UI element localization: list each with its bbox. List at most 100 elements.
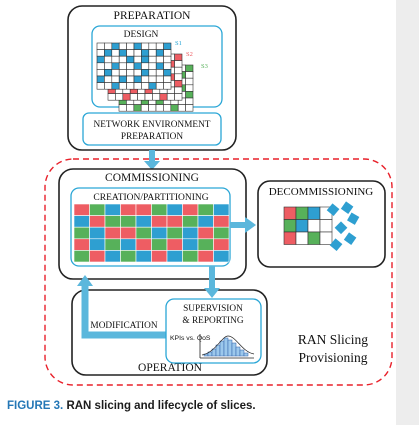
design-grid-cell bbox=[185, 104, 194, 112]
partition-cell bbox=[151, 238, 168, 251]
design-grid-cell bbox=[104, 42, 113, 50]
modification-loop-arrow-head bbox=[77, 275, 93, 286]
partition-cell bbox=[197, 238, 214, 251]
slice-piece bbox=[347, 212, 360, 225]
design-grid-cell bbox=[166, 93, 175, 101]
decommission-cell bbox=[283, 231, 297, 245]
preparation-title: PREPARATION bbox=[114, 10, 192, 22]
operation-title: OPERATION bbox=[138, 362, 203, 374]
design-grid-cell bbox=[152, 93, 161, 101]
partition-cell bbox=[135, 215, 152, 228]
design-grid-cell bbox=[148, 62, 157, 70]
figure-caption-text: RAN slicing and lifecycle of slices. bbox=[66, 400, 256, 412]
partition-cell bbox=[197, 250, 214, 263]
design-grid-cell bbox=[174, 53, 183, 61]
decommissioning-slice-grid bbox=[283, 206, 333, 245]
partition-cell bbox=[166, 203, 183, 216]
partition-cell bbox=[166, 226, 183, 240]
design-grid-cell bbox=[185, 97, 194, 105]
design-grid-cell bbox=[137, 93, 146, 101]
slice-piece bbox=[334, 221, 348, 235]
decommission-cell bbox=[307, 206, 321, 220]
kpi-histogram-bar bbox=[235, 346, 241, 357]
design-grid-cell bbox=[133, 49, 142, 57]
design-grid-cell bbox=[111, 62, 120, 70]
decommissioning-title: DECOMMISSIONING bbox=[269, 186, 374, 198]
design-grid-cell bbox=[111, 42, 120, 50]
decommission-cell bbox=[319, 231, 333, 245]
decommission-cell bbox=[307, 231, 321, 245]
design-grid-cell bbox=[141, 42, 150, 50]
design-grid-cell bbox=[185, 71, 194, 79]
figure-caption: FIGURE 3. RAN slicing and lifecycle of s… bbox=[7, 400, 256, 412]
design-grid-cell bbox=[96, 55, 105, 64]
partition-cell bbox=[104, 250, 121, 263]
network-environment-line1: NETWORK ENVIRONMENT bbox=[94, 120, 211, 130]
partition-cell bbox=[166, 215, 183, 228]
design-grid-cell bbox=[148, 69, 157, 77]
arrow-preparation-to-commissioning-head bbox=[144, 161, 160, 170]
design-grid-cell bbox=[104, 49, 113, 57]
partition-cell bbox=[73, 238, 90, 251]
kpi-histogram-icon bbox=[199, 334, 255, 359]
design-grid-cell bbox=[122, 93, 131, 101]
design-grid-cell bbox=[104, 69, 113, 77]
design-grid-cell bbox=[96, 69, 105, 77]
scattered-slice-pieces bbox=[326, 201, 360, 252]
design-grid-cell bbox=[111, 49, 120, 57]
design-grid-cell bbox=[155, 69, 164, 77]
partition-cell bbox=[89, 226, 106, 240]
kpi-vs-qos-label: KPIs vs. QoS bbox=[170, 335, 211, 342]
design-grid-cell bbox=[133, 55, 142, 64]
design-grid-cell bbox=[163, 82, 172, 90]
slice-piece bbox=[343, 232, 357, 245]
partition-cell bbox=[135, 226, 152, 240]
kpi-histogram-bar bbox=[223, 337, 229, 357]
design-grid-cell bbox=[141, 82, 150, 90]
partition-cell bbox=[151, 215, 168, 228]
kpi-histogram-bar bbox=[231, 342, 237, 357]
partition-cell bbox=[104, 203, 121, 216]
supervision-line2: & REPORTING bbox=[182, 316, 243, 326]
slice-label-s3: S3 bbox=[201, 63, 208, 70]
design-grid-cell bbox=[111, 75, 120, 83]
slice-piece bbox=[326, 203, 340, 217]
design-grid-cell bbox=[174, 60, 183, 68]
design-grid-cell bbox=[96, 49, 105, 57]
partition-cell bbox=[73, 215, 90, 228]
design-grid-cell bbox=[185, 64, 194, 72]
right-margin-strip bbox=[396, 0, 419, 425]
design-grid-cell bbox=[96, 75, 105, 83]
decommission-cell bbox=[319, 219, 333, 233]
decommission-cell bbox=[295, 206, 309, 220]
design-grid-cell bbox=[111, 55, 120, 64]
design-grid-cell bbox=[141, 55, 150, 64]
decommission-cell bbox=[283, 206, 297, 220]
design-grid-cell bbox=[163, 55, 172, 64]
arrow-to-supervision-head bbox=[204, 288, 220, 298]
design-grid-cell bbox=[141, 75, 150, 83]
design-grid-cell bbox=[104, 82, 113, 90]
modification-label-bg bbox=[98, 318, 163, 331]
design-grid-cell bbox=[155, 49, 164, 57]
design-label: DESIGN bbox=[124, 30, 159, 40]
design-grid-cell bbox=[126, 55, 135, 64]
network-environment-line2: PREPARATION bbox=[121, 132, 183, 142]
kpi-histogram-bar bbox=[215, 344, 221, 357]
partition-cell bbox=[166, 238, 183, 251]
design-grid-cell bbox=[118, 49, 127, 57]
decommission-cell bbox=[295, 219, 309, 233]
partition-cell bbox=[182, 203, 199, 216]
decommission-cell bbox=[295, 231, 309, 245]
design-grid-cell bbox=[111, 82, 120, 90]
partition-cell bbox=[197, 226, 214, 240]
design-grid-cell bbox=[96, 82, 105, 90]
design-grid-cell bbox=[104, 62, 113, 70]
design-grid-cell bbox=[126, 42, 135, 50]
design-grid-cell bbox=[141, 49, 150, 57]
design-grid-cell bbox=[155, 55, 164, 64]
kpi-histogram-bar bbox=[227, 339, 233, 357]
decommission-cell bbox=[283, 219, 297, 233]
partition-cell bbox=[197, 203, 214, 216]
partition-cell bbox=[120, 203, 137, 216]
